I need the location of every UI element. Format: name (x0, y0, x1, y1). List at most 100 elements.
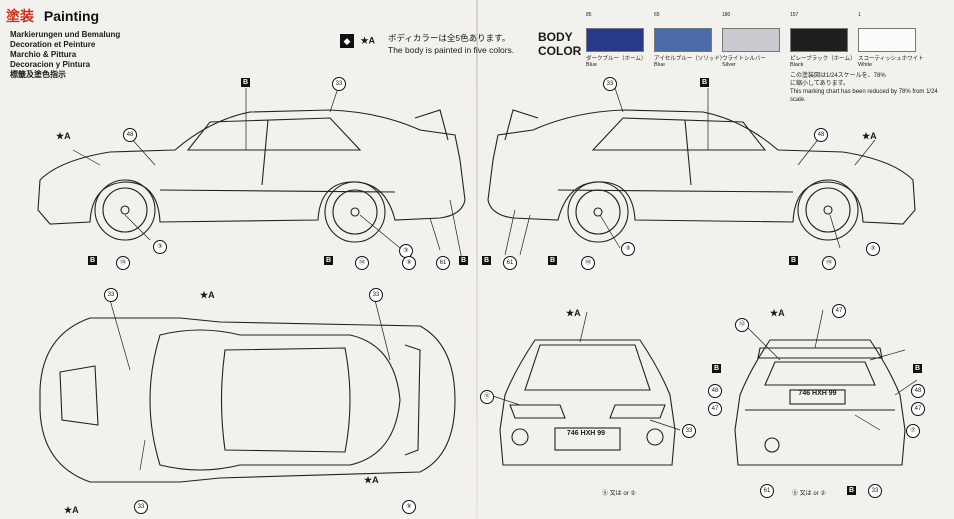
swatch-en: Blue (586, 62, 598, 68)
note-jp: ボディカラーは全5色あります。 (388, 33, 511, 43)
marker-48: 48 (911, 384, 925, 398)
marker-star-a: ★A (200, 290, 215, 300)
heading-translations: Markierungen und Bemalung Decoration et … (10, 30, 120, 80)
scale-note-jp: この塗装図は1/24スケールを、78% (790, 73, 886, 79)
rear-plate: 746 HXH 99 (798, 390, 837, 397)
marker-48: 48 (123, 128, 137, 142)
swatch-en: Blue (654, 62, 666, 68)
marker-33: 33 (682, 424, 696, 438)
swatch-chip (858, 28, 916, 52)
heading-zh: 標籤及塗色指示 (10, 70, 66, 79)
swatch-code: 157 (790, 12, 799, 18)
marker-61: 61 (760, 484, 774, 498)
swatch-code: 180 (722, 12, 731, 18)
swatch-en: Silver (722, 62, 736, 68)
heading-es: Decoracion y Pintura (10, 60, 91, 69)
note-text: ボディカラーは全5色あります。 The body is painted in f… (388, 32, 514, 56)
swatch-chip (722, 28, 780, 52)
swatch-2: 65 アイセルブルー（ソリッド） Blue (654, 12, 726, 68)
marker-b: B (913, 364, 922, 373)
callout-lines (72, 87, 918, 471)
paint-icon: ◆ (340, 33, 354, 48)
rear-option: ⑤ 又は or ② (792, 491, 826, 497)
heading-it: Marchio & Pittura (10, 50, 77, 59)
marker-14: ⑭ (581, 256, 595, 270)
marker-star-a: ★A (862, 131, 877, 141)
marker-b: B (700, 78, 709, 87)
marker-61: 61 (436, 256, 450, 270)
marker-33: 33 (332, 77, 346, 91)
marker-b: B (847, 486, 856, 495)
heading-de: Markierungen und Bemalung (10, 30, 121, 39)
swatch-code: 65 (654, 12, 660, 18)
marker-47: 47 (832, 304, 846, 318)
rear-view (734, 339, 906, 466)
swatch-jp: ダークブルー（ホーム） (586, 56, 647, 62)
swatch-en: White (858, 62, 873, 68)
marker-47: 47 (708, 402, 722, 416)
swatch-jp: スコーティッシュホワイト (858, 56, 924, 62)
swatch-5: 1 スコーティッシュホワイト White (858, 12, 924, 68)
swatch-chip (586, 28, 644, 52)
scale-note-en: This marking chart has been reduced by 7… (790, 89, 938, 103)
marker-star-a: ★A (770, 308, 785, 318)
heading-jp: 塗装 (6, 8, 34, 24)
body-color-title: BODY COLOR (538, 30, 581, 58)
marker-48: 48 (814, 128, 828, 142)
front-plate: 746 HXH 99 (566, 430, 606, 437)
marker-b: B (789, 256, 798, 265)
swatch-jp: ピレーブラック（ホーム） (790, 56, 856, 62)
swatch-chip (790, 28, 848, 52)
swatch-en: Black (790, 62, 804, 68)
front-view (499, 339, 676, 466)
marker-14: ⑭ (822, 256, 836, 270)
marker-11: ⑪ (480, 390, 494, 404)
marker-b: B (482, 256, 491, 265)
swatch-code: 1 (858, 12, 861, 18)
marker-33: 33 (868, 484, 882, 498)
marker-b: B (712, 364, 721, 373)
marker-7: ⑦ (906, 424, 920, 438)
page-fold (476, 0, 478, 519)
marker-star-a: ★A (566, 308, 581, 318)
marker-12: ⑫ (735, 318, 749, 332)
marker-61: 61 (503, 256, 517, 270)
marker-33: 33 (369, 288, 383, 302)
marker-9: ⑨ (402, 500, 416, 514)
body-color-line2: COLOR (538, 44, 582, 58)
note-star-a: ★A (360, 35, 376, 46)
marker-33: 33 (603, 77, 617, 91)
marker-star-a: ★A (364, 475, 379, 485)
color-swatch-list: 85 ダークブルー（ホーム） Blue 65 アイセルブルー（ソリッド） Blu… (586, 12, 926, 82)
swatch-code: 85 (586, 12, 592, 18)
marker-b: B (88, 256, 97, 265)
side-view-right (487, 109, 916, 243)
marker-9: ⑨ (402, 256, 416, 270)
note-en: The body is painted in five colors. (388, 45, 515, 55)
marker-14: ⑭ (355, 256, 369, 270)
marker-b: B (459, 256, 468, 265)
side-view-left (37, 109, 466, 243)
swatch-4: 157 ピレーブラック（ホーム） Black (790, 12, 856, 68)
marker-48: 48 (708, 384, 722, 398)
marker-33: 33 (134, 500, 148, 514)
marker-b: B (324, 256, 333, 265)
swatch-chip (654, 28, 712, 52)
body-color-line1: BODY (538, 30, 573, 44)
scale-note-jp2: に縮小してあります。 (790, 81, 850, 87)
marker-3: ③ (621, 242, 635, 256)
top-view (39, 317, 456, 483)
marker-star-a: ★A (56, 131, 71, 141)
heading-fr: Decoration et Peinture (10, 40, 96, 49)
scale-note: この塗装図は1/24スケールを、78% に縮小してあります。 This mark… (790, 72, 940, 104)
heading-en: Painting (43, 8, 100, 24)
swatch-3: 180 ウライトシルバー Silver (722, 12, 780, 68)
swatch-jp: アイセルブルー（ソリッド） (654, 56, 726, 62)
body-color-note: ◆ ★A ボディカラーは全5色あります。 The body is painted… (340, 32, 520, 55)
marker-14: ⑭ (116, 256, 130, 270)
marker-33: 33 (104, 288, 118, 302)
painting-heading: 塗装 Painting (6, 6, 99, 26)
swatch-1: 85 ダークブルー（ホーム） Blue (586, 12, 647, 68)
